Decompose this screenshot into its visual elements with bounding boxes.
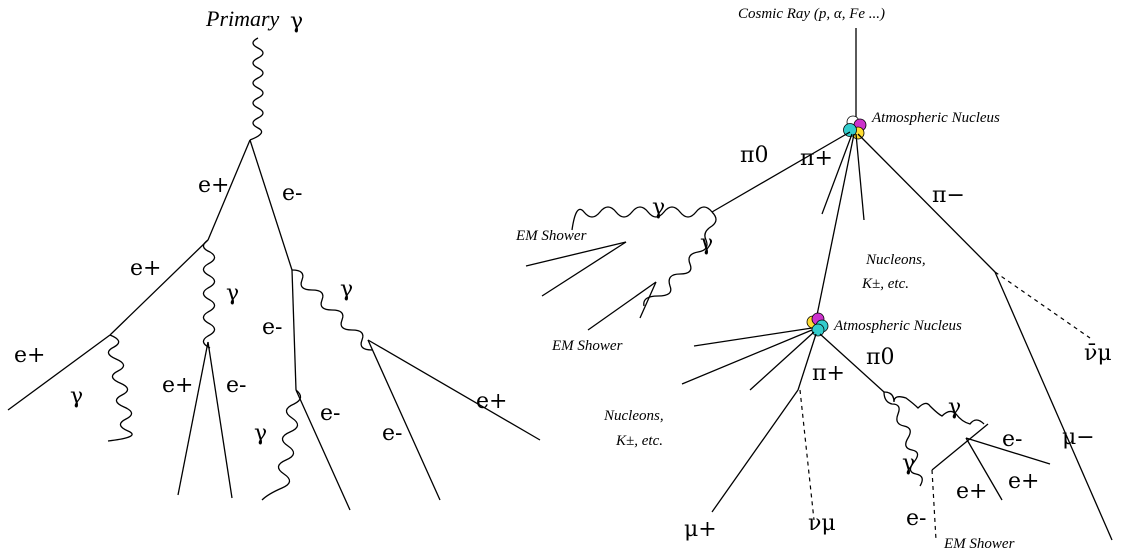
track-e-plus-1 bbox=[207, 139, 251, 241]
label-e-plus-4: e+ bbox=[14, 343, 45, 368]
track-e-minus-2 bbox=[291, 269, 297, 391]
em-shower-1-track-2 bbox=[541, 241, 627, 297]
label-mu-plus: μ+ bbox=[684, 517, 717, 542]
label-e-minus-r1: e- bbox=[1002, 427, 1022, 452]
primary-label: Primary bbox=[205, 6, 280, 31]
primary-photon-wave bbox=[249, 37, 264, 141]
track-e-minus-6 bbox=[295, 389, 351, 511]
em-shower-3-label: EM Shower bbox=[943, 536, 1015, 552]
photon-6-wave bbox=[261, 389, 302, 501]
em-shower-2-track-1 bbox=[587, 281, 657, 331]
label-gamma-a: γ bbox=[652, 195, 665, 220]
nucleons-label-a-line1: Nucleons, bbox=[865, 252, 926, 268]
em-shower-2-label: EM Shower bbox=[551, 338, 623, 354]
label-e-plus-r1: e+ bbox=[1008, 469, 1039, 494]
label-mu-minus: μ− bbox=[1062, 425, 1095, 450]
track-e-plus-2 bbox=[109, 239, 209, 336]
label-gamma-c: γ bbox=[948, 395, 961, 420]
nucleus-2 bbox=[806, 312, 829, 337]
label-e-minus-6: e- bbox=[320, 401, 340, 426]
label-e-minus-3: e- bbox=[262, 315, 282, 340]
photon-b-wave bbox=[643, 211, 717, 307]
track-pi0-2 bbox=[819, 333, 885, 393]
label-gamma-d: γ bbox=[902, 451, 915, 476]
label-e-minus-1: e- bbox=[282, 181, 302, 206]
label-e-minus-5: e- bbox=[226, 373, 246, 398]
track-hadron-2a bbox=[693, 327, 813, 347]
track-e-plus-4 bbox=[7, 334, 111, 411]
label-nu-mu: νμ bbox=[808, 511, 836, 536]
label-gamma-b: γ bbox=[700, 231, 713, 256]
label-gamma-3: γ bbox=[340, 277, 353, 302]
em-shower-3-track-1 bbox=[965, 437, 1051, 465]
label-pi-minus-1: π− bbox=[932, 183, 965, 208]
label-e-plus-2: e+ bbox=[130, 256, 161, 281]
track-pi-plus-1 bbox=[821, 133, 853, 215]
track-e-minus-7 bbox=[367, 339, 441, 501]
nucleus-1-label: Atmospheric Nucleus bbox=[871, 110, 1000, 126]
label-e-minus-7: e- bbox=[382, 421, 402, 446]
nucleons-label-a-line2: K±, etc. bbox=[861, 276, 909, 292]
photon-d-wave bbox=[883, 391, 923, 487]
photon-4-wave bbox=[107, 334, 133, 442]
label-e-plus-7: e+ bbox=[476, 389, 507, 414]
em-shower-1-track-1 bbox=[525, 241, 627, 267]
track-e-plus-7 bbox=[367, 339, 541, 441]
label-e-plus-5: e+ bbox=[162, 373, 193, 398]
label-nubar-mu: ν̄μ bbox=[1084, 341, 1112, 366]
label-gamma-2: γ bbox=[226, 281, 239, 306]
nucleus-2-label: Atmospheric Nucleus bbox=[833, 318, 962, 334]
nucleons-label-b-line2: K±, etc. bbox=[615, 433, 663, 449]
label-e-plus-1: e+ bbox=[198, 173, 229, 198]
cosmic-ray-title: Cosmic Ray (p, α, Fe ...) bbox=[738, 6, 885, 22]
label-e-minus-r2: e- bbox=[906, 506, 926, 531]
track-hadron-2c bbox=[749, 331, 815, 391]
em-shower-2-track-2 bbox=[639, 281, 657, 319]
nucleons-label-b-line1: Nucleons, bbox=[603, 408, 664, 424]
label-gamma-6: γ bbox=[254, 421, 267, 446]
track-nucleon-primary bbox=[815, 133, 855, 321]
em-shower-4-track-1 bbox=[931, 423, 989, 471]
track-e-minus-1 bbox=[249, 139, 293, 271]
track-pi-minus-1 bbox=[857, 133, 996, 273]
em-shower-4-track-2 bbox=[931, 469, 937, 541]
track-pi0-1 bbox=[711, 131, 851, 213]
label-pi0-1: π0 bbox=[740, 143, 768, 168]
label-gamma-4: γ bbox=[70, 384, 83, 409]
track-e-plus-5 bbox=[177, 341, 209, 496]
track-e-minus-5 bbox=[207, 341, 233, 499]
photon-c-wave bbox=[883, 391, 985, 425]
nucleus-1 bbox=[843, 115, 867, 140]
photon-3-wave bbox=[291, 269, 373, 351]
em-shower-1-label: EM Shower bbox=[515, 228, 587, 244]
track-mu-plus bbox=[711, 389, 799, 513]
track-mu-minus bbox=[994, 271, 1113, 541]
track-nu-mu bbox=[799, 389, 815, 521]
primary-gamma-symbol: γ bbox=[290, 9, 303, 34]
label-pi-plus-1: π+ bbox=[800, 146, 833, 171]
label-e-plus-r2: e+ bbox=[956, 479, 987, 504]
track-pi-plus-2 bbox=[797, 333, 817, 391]
track-hadron-2b bbox=[681, 329, 813, 385]
label-pi0-2: π0 bbox=[866, 345, 894, 370]
right-cascade: Cosmic Ray (p, α, Fe ...) Atmospheric Nu… bbox=[515, 6, 1113, 552]
em-shower-3-track-2 bbox=[965, 437, 1003, 501]
nucleon bbox=[811, 323, 825, 337]
left-cascade: Primary γ e+ e- e+ γ γ e- e+ γ e+ bbox=[7, 6, 541, 511]
track-hadron-1 bbox=[855, 133, 865, 221]
photon-2-wave bbox=[202, 239, 216, 349]
track-nubar-mu bbox=[994, 271, 1091, 339]
photon-a-wave bbox=[571, 206, 713, 231]
label-pi-plus-2: π+ bbox=[812, 361, 845, 386]
